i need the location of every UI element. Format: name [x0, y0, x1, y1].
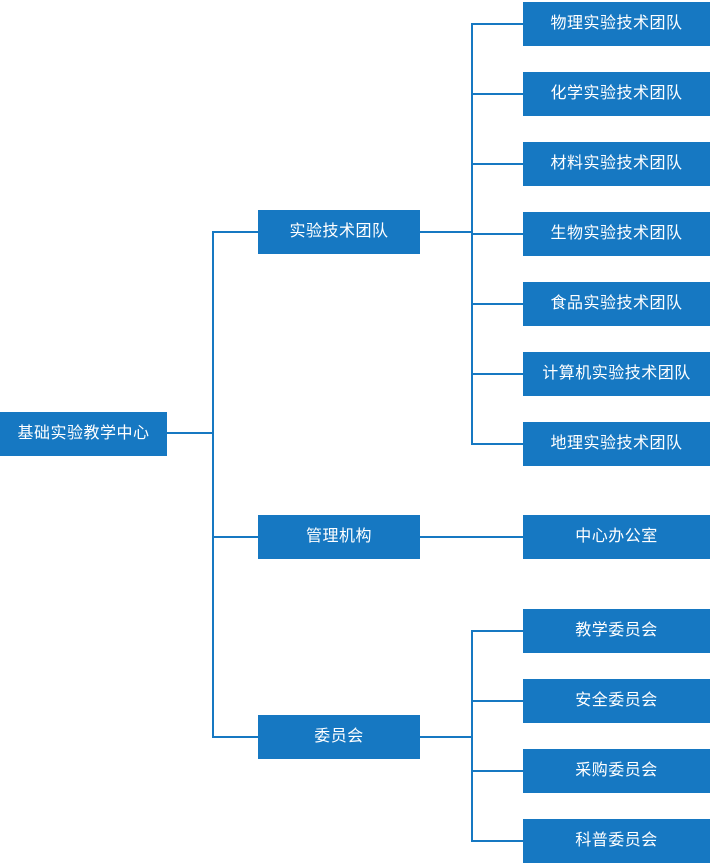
- org-node-center-office: 中心办公室: [523, 515, 710, 559]
- connector-line: [212, 231, 214, 738]
- org-node-experimental-teams: 实验技术团队: [258, 210, 420, 254]
- org-node-physics-team: 物理实验技术团队: [523, 2, 710, 46]
- org-node-root: 基础实验教学中心: [0, 412, 167, 456]
- connector-line: [420, 736, 472, 738]
- connector-line: [167, 432, 213, 434]
- connector-line: [471, 443, 523, 445]
- connector-line: [471, 770, 523, 772]
- org-node-materials-team: 材料实验技术团队: [523, 142, 710, 186]
- org-node-science-outreach-committee: 科普委员会: [523, 819, 710, 863]
- connector-line: [212, 231, 258, 233]
- connector-line: [471, 700, 523, 702]
- org-node-teaching-committee: 教学委员会: [523, 609, 710, 653]
- connector-line: [471, 23, 523, 25]
- connector-line: [471, 93, 523, 95]
- connector-line: [471, 373, 523, 375]
- connector-line: [471, 163, 523, 165]
- connector-line: [471, 630, 473, 842]
- connector-line: [471, 303, 523, 305]
- connector-line: [471, 840, 523, 842]
- connector-line: [471, 630, 523, 632]
- connector-line: [471, 233, 523, 235]
- connector-line: [212, 736, 258, 738]
- org-node-chemistry-team: 化学实验技术团队: [523, 72, 710, 116]
- org-node-biology-team: 生物实验技术团队: [523, 212, 710, 256]
- org-node-food-team: 食品实验技术团队: [523, 282, 710, 326]
- org-node-committees: 委员会: [258, 715, 420, 759]
- org-node-procurement-committee: 采购委员会: [523, 749, 710, 793]
- org-node-safety-committee: 安全委员会: [523, 679, 710, 723]
- org-node-computer-team: 计算机实验技术团队: [523, 352, 710, 396]
- org-node-geography-team: 地理实验技术团队: [523, 422, 710, 466]
- connector-line: [420, 536, 523, 538]
- connector-line: [420, 231, 472, 233]
- org-node-management: 管理机构: [258, 515, 420, 559]
- connector-line: [212, 536, 258, 538]
